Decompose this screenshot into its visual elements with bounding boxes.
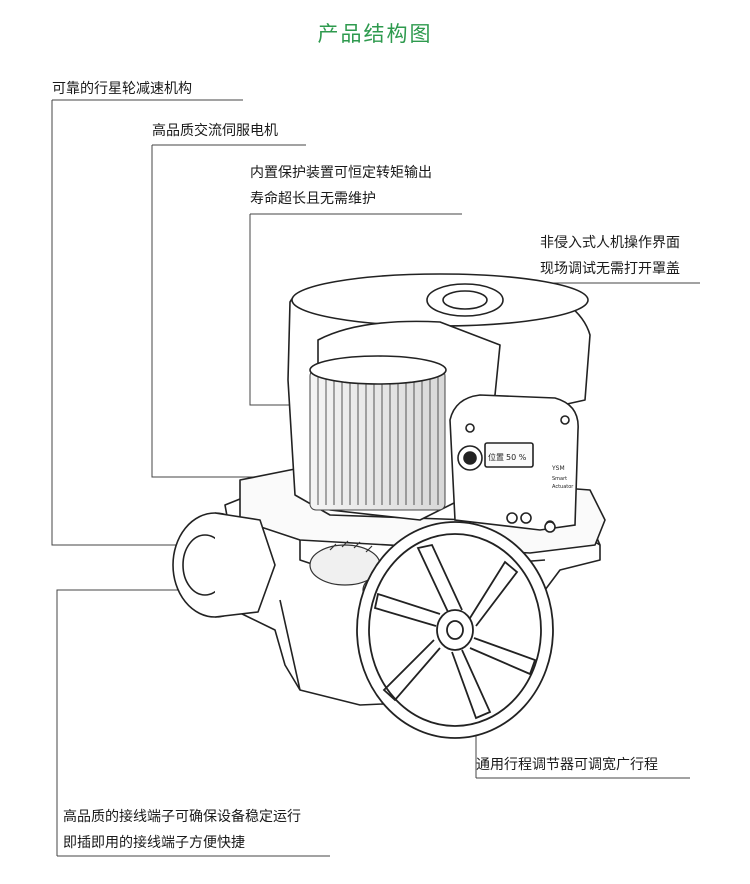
hmi-sub-1: Smart — [552, 476, 567, 482]
hmi-panel — [449, 394, 579, 533]
hmi-screen-value: 50 % — [506, 453, 527, 462]
label-hmi-line-2: 现场调试无需打开罩盖 — [540, 261, 680, 277]
callout-line-terminal-up — [56, 589, 212, 856]
hmi-sub-2: Actuator — [552, 484, 574, 490]
motor-fins — [309, 369, 446, 511]
hmi-screen-text: 位置 — [488, 452, 504, 462]
motor-top — [309, 355, 447, 385]
label-terminal: 高品质的接线端子可确保设备稳定运行 即插即用的接线端子方便快捷 — [63, 804, 301, 856]
page-title: 产品结构图 — [317, 22, 433, 46]
label-protection-line-2: 寿命超长且无需维护 — [250, 191, 376, 207]
label-stroke: 通用行程调节器可调宽广行程 — [476, 757, 658, 773]
label-hmi: 非侵入式人机操作界面 现场调试无需打开罩盖 — [540, 230, 680, 282]
hmi-screen — [484, 442, 534, 468]
label-hmi-line-1: 非侵入式人机操作界面 — [540, 235, 680, 251]
label-motor: 高品质交流伺服电机 — [152, 123, 278, 139]
hmi-brand: YSM — [551, 465, 565, 472]
label-gearbox: 可靠的行星轮减速机构 — [52, 81, 192, 97]
label-protection-line-1: 内置保护装置可恒定转矩输出 — [250, 165, 432, 181]
handwheel — [356, 521, 554, 739]
label-protection: 内置保护装置可恒定转矩输出 寿命超长且无需维护 — [250, 160, 432, 212]
label-terminal-line-1: 高品质的接线端子可确保设备稳定运行 — [63, 809, 301, 825]
hmi-knob-1 — [506, 512, 518, 524]
hmi-knob-2 — [520, 512, 532, 524]
hmi-knob-3 — [544, 521, 556, 533]
label-terminal-line-2: 即插即用的接线端子方便快捷 — [63, 835, 245, 851]
